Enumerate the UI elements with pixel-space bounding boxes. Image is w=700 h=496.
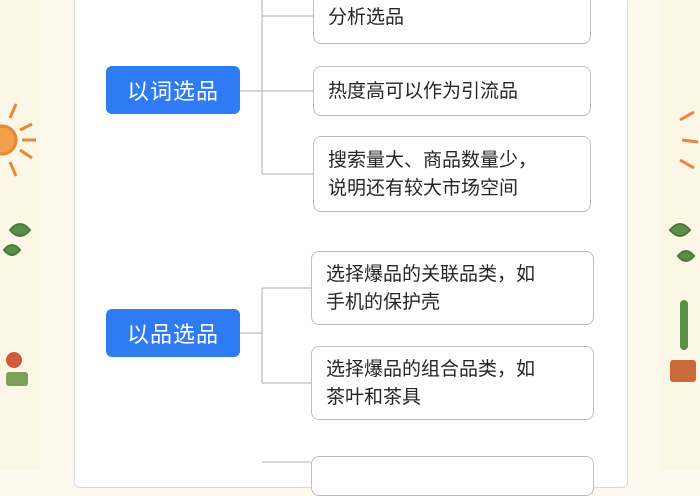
sun-icon: [0, 103, 36, 177]
node-related-categories: 选择爆品的关联品类，如 手机的保护壳: [311, 251, 594, 325]
node-next-partial: [311, 456, 594, 496]
sun-icon: [679, 110, 699, 170]
right-decoration: [660, 0, 700, 470]
cactus-icon: [670, 300, 696, 382]
category-search-term-selection: 以词选品: [106, 66, 240, 114]
node-combination-categories: 选择爆品的组合品类，如 茶叶和茶具: [311, 346, 594, 420]
leaf-icon: [668, 223, 696, 262]
flower-icon: [6, 352, 28, 386]
category-product-based-selection: 以品选品: [106, 309, 240, 357]
node-high-popularity: 热度高可以作为引流品: [313, 66, 591, 116]
node-analysis-selection: 分析选品: [313, 0, 591, 44]
left-decoration: [0, 0, 40, 470]
leaf-icon: [2, 223, 32, 256]
node-large-search-volume: 搜索量大、商品数量少， 说明还有较大市场空间: [313, 136, 591, 212]
